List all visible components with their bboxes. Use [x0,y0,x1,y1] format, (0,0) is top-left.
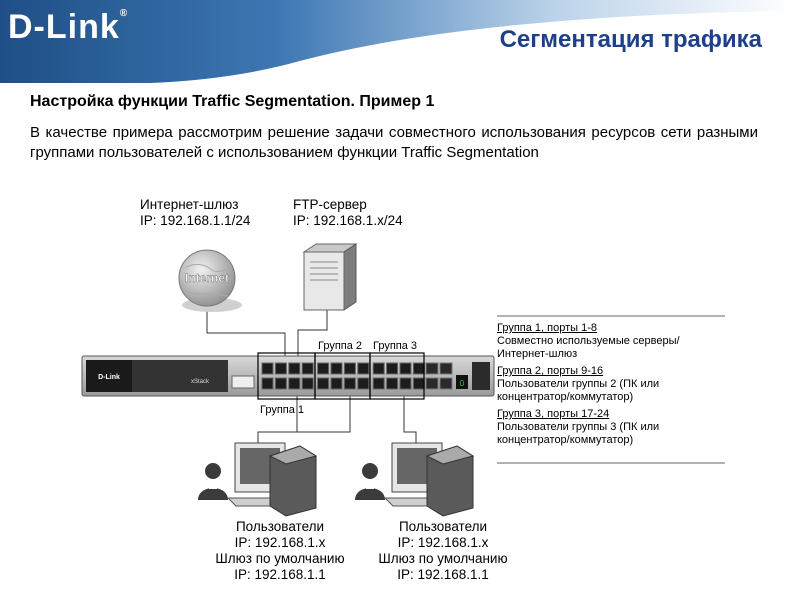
legend-title: Группа 1, порты 1-8 [497,322,597,334]
connection-lines [206,305,417,445]
switch-brand-text: D-Link [98,374,120,381]
switch-port [386,362,399,375]
users-right-ip: IP: 192.168.1.x [397,535,489,550]
gateway-ip: IP: 192.168.1.1/24 [140,213,251,228]
line-right-users [258,392,351,433]
switch-port [412,362,425,375]
ftp-server-icon [302,243,358,311]
pc-icon-left [226,442,318,517]
gateway-name: Интернет-шлюз [140,197,239,212]
switch-port [288,377,301,390]
globe-label: Internet [185,271,229,285]
switch-port [261,362,274,375]
group1-label: Группа 1 [260,404,305,416]
ftp-ip: IP: 192.168.1.x/24 [293,213,403,228]
switch-model-text: xStack [191,379,210,385]
legend-desc: Пользователи группы 3 (ПК или концентрат… [497,421,660,446]
users-left-gw-ip: IP: 192.168.1.1 [234,567,326,582]
line-left-users [257,392,298,445]
switch-port [357,377,370,390]
dlink-logo: D-Link® [8,8,128,47]
header-banner [0,0,794,85]
user-icon-right [355,463,385,500]
switch-port [372,377,385,390]
group2-label: Группа 2 [318,340,363,352]
svg-text:0: 0 [460,379,465,388]
switch-port [399,362,412,375]
switch-port [412,377,425,390]
switch-port [372,362,385,375]
page-title: Сегментация трафика [499,26,762,53]
groups-legend: Группа 1, порты 1-8 Совместно используем… [497,316,725,464]
legend-item-group3: Группа 3, порты 17-24 Пользователи групп… [497,408,725,447]
switch-port [288,362,301,375]
switch-port [399,377,412,390]
line-ftp [297,310,328,368]
line-right-users-2 [403,392,417,445]
legend-item-group1: Группа 1, порты 1-8 Совместно используем… [497,322,725,361]
switch-port [343,362,356,375]
group3-label: Группа 3 [373,340,418,352]
switch-port [317,362,330,375]
switch-port [386,377,399,390]
switch-port [301,377,314,390]
internet-globe-icon: Internet [178,249,242,312]
logo-reg: ® [119,8,129,19]
combo-port [439,362,453,375]
line-gateway [206,305,286,368]
intro-text: В качестве примера рассмотрим решение за… [30,124,758,161]
switch-port [317,377,330,390]
switch-port [330,362,343,375]
switch-device: D-Link xStack 0 [81,355,495,397]
users-left-ip: IP: 192.168.1.x [234,535,326,550]
switch-port [357,362,370,375]
legend-desc: Совместно используемые серверы/ Интернет… [497,335,680,360]
switch-port [261,377,274,390]
users-left-gw-label: Шлюз по умолчанию [215,551,345,566]
users-right-label: Пользователи [398,519,488,534]
users-right-gw-ip: IP: 192.168.1.1 [397,567,489,582]
switch-port [330,377,343,390]
pc-icon-right [383,442,475,517]
legend-title: Группа 3, порты 17-24 [497,408,610,420]
slide-subtitle: Настройка функции Traffic Segmentation. … [30,93,435,110]
logo-text: D-Link [8,8,120,46]
user-icon-left [198,463,228,500]
legend-title: Группа 2, порты 9-16 [497,365,604,377]
combo-port [439,377,453,390]
combo-port [425,362,439,375]
switch-port [274,362,287,375]
ftp-name: FTP-сервер [293,197,367,212]
switch-port [343,377,356,390]
users-right-gw-label: Шлюз по умолчанию [378,551,508,566]
switch-port [274,377,287,390]
combo-port [425,377,439,390]
legend-desc: Пользователи группы 2 (ПК или концентрат… [497,378,660,403]
legend-item-group2: Группа 2, порты 9-16 Пользователи группы… [497,365,725,404]
group3-box [369,352,425,400]
switch-port [301,362,314,375]
users-left-label: Пользователи [235,519,325,534]
